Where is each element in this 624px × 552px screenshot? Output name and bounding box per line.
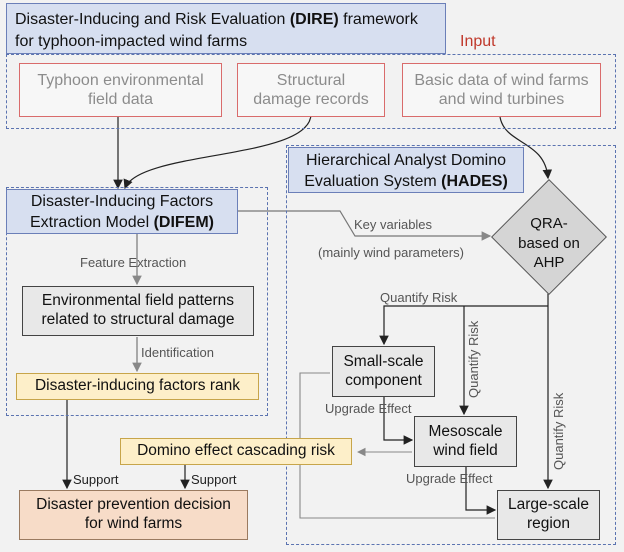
key-variables-label: Key variables xyxy=(354,217,433,232)
framework-title: Disaster-Inducing and Risk Evaluation (D… xyxy=(6,3,446,54)
large-scale-node: Large-scale region xyxy=(497,490,600,540)
qra-diamond: QRA-based on AHP xyxy=(491,179,607,295)
wind-parameters-label: (mainly wind parameters) xyxy=(318,245,464,260)
domino-risk-node: Domino effect cascading risk xyxy=(120,438,352,465)
hades-title: Hierarchical Analyst Domino Evaluation S… xyxy=(288,147,524,193)
arrow-small-to-meso xyxy=(383,397,414,445)
input-damage-records: Structural damage records xyxy=(237,63,385,117)
env-patterns-node: Environmental field patterns related to … xyxy=(22,286,254,336)
quantify-risk-top-label: Quantify Risk xyxy=(380,290,458,305)
arrow-large-to-domino xyxy=(299,452,495,519)
input-basic-data: Basic data of wind farms and wind turbin… xyxy=(402,63,601,117)
input-label: Input xyxy=(460,33,496,50)
qra-label: QRA-based on AHP xyxy=(518,215,580,271)
upgrade-effect-2-label: Upgrade Effect xyxy=(406,471,493,486)
quantify-risk-mid-label: Quantify Risk xyxy=(466,320,481,398)
input-region xyxy=(6,54,616,129)
feature-extraction-label: Feature Extraction xyxy=(80,255,187,270)
small-scale-node: Small-scale component xyxy=(332,346,435,397)
input-typhoon-data: Typhoon environmental field data xyxy=(19,63,222,117)
arrow-basic-data-to-qra xyxy=(499,116,553,180)
identification-label: Identification xyxy=(141,345,214,360)
decision-node: Disaster prevention decision for wind fa… xyxy=(19,490,248,540)
quantify-risk-right-label: Quantify Risk xyxy=(551,392,566,470)
arrow-damage-to-difem xyxy=(123,113,312,190)
support-left-label: Support xyxy=(73,472,119,487)
hades-region xyxy=(286,145,616,545)
arrow-qra-to-small xyxy=(379,305,548,346)
support-right-label: Support xyxy=(191,472,237,487)
arrow-difem-to-qra xyxy=(238,210,492,241)
factors-rank-node: Disaster-inducing factors rank xyxy=(16,373,259,400)
arrow-meso-to-large xyxy=(465,467,497,515)
difem-region xyxy=(6,187,268,416)
difem-title: Disaster-Inducing Factors Extraction Mod… xyxy=(6,189,238,234)
upgrade-effect-1-label: Upgrade Effect xyxy=(325,401,412,416)
mesoscale-node: Mesoscale wind field xyxy=(414,416,517,467)
